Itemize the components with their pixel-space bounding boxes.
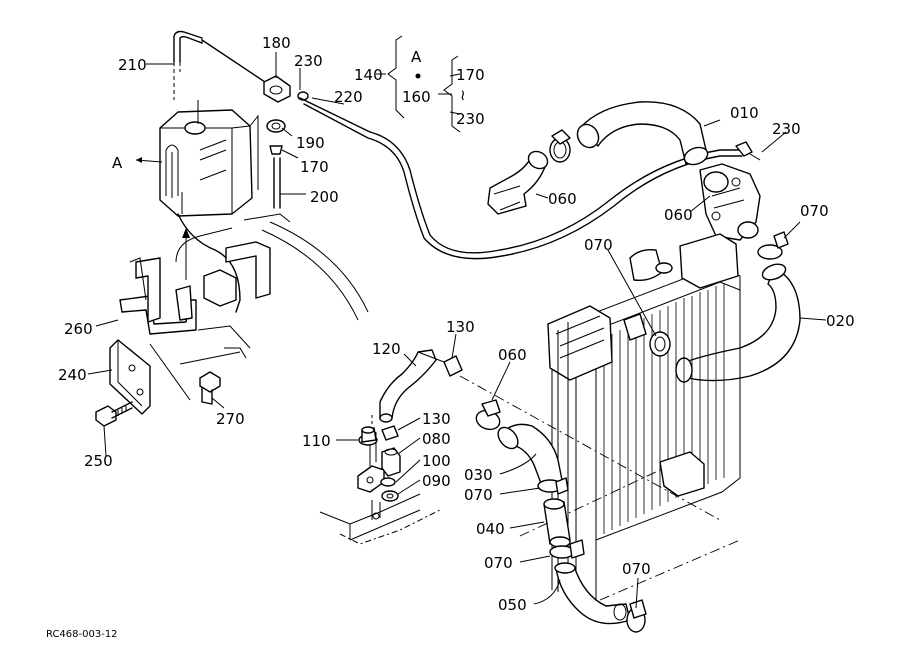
overflow-pipe-220 (299, 97, 743, 254)
grommet-190 (266, 119, 286, 133)
callout-100: 100 (422, 452, 451, 470)
centerline-b (519, 469, 661, 537)
callout-070-bottom: 070 (622, 560, 651, 578)
nut-090 (381, 490, 399, 502)
callout-270: 270 (216, 410, 245, 428)
centerline-c (599, 539, 741, 601)
mounting-arrow (182, 228, 190, 280)
drawing-code: RC468-003-12 (46, 629, 118, 640)
callout-group-a: A (411, 48, 422, 66)
hose-120 (379, 349, 445, 423)
callout-140: 140 (354, 66, 383, 84)
overflow-pipe-220-b (303, 103, 743, 260)
hose-clamp-060-upper (549, 129, 571, 163)
callout-120: 120 (372, 340, 401, 358)
mount-plate (357, 412, 385, 493)
washer-100 (380, 477, 396, 487)
callout-040: 040 (476, 520, 505, 538)
callout-060-mid: 060 (498, 346, 527, 364)
callout-050: 050 (498, 596, 527, 614)
callout-010: 010 (730, 104, 759, 122)
hose-clamp-070-low (549, 539, 585, 559)
bracket-260 (119, 257, 197, 335)
frame-outline (179, 221, 369, 365)
callout-210: 210 (118, 56, 147, 74)
callout-030: 030 (464, 466, 493, 484)
tank-cap-180 (263, 75, 291, 103)
group-dot (415, 73, 421, 79)
callout-230-top: 230 (294, 52, 323, 70)
callout-180: 180 (262, 34, 291, 52)
callout-220: 220 (334, 88, 363, 106)
callout-070-rad: 070 (584, 236, 613, 254)
clip-130-lower (381, 425, 399, 441)
bracket-240 (109, 339, 151, 415)
callout-200: 200 (310, 188, 339, 206)
bolt-110 (358, 426, 378, 446)
leaders (87, 52, 827, 609)
callout-170-group: 170 (456, 66, 485, 84)
callout-060-elbow: 060 (548, 190, 577, 208)
range-mark: ≀ (460, 86, 466, 104)
callout-130-upper: 130 (446, 318, 475, 336)
callout-130-lower: 130 (422, 410, 451, 428)
hose-030 (497, 423, 563, 487)
hose-clamp-060-mid (475, 399, 501, 431)
tube-200 (273, 157, 281, 209)
callout-070-mid: 070 (464, 486, 493, 504)
hose-clamp-070-mid (537, 477, 569, 495)
bolt-250 (95, 401, 133, 427)
callout-070-low: 070 (484, 554, 513, 572)
hose-clamp-070-rad (649, 331, 671, 357)
hose-clamp-070-upper (757, 231, 789, 260)
bolt-270 (199, 371, 221, 405)
callout-060-thermo: 060 (664, 206, 693, 224)
clip-130-upper (443, 355, 463, 377)
group-brace (376, 35, 461, 133)
callout-240: 240 (58, 366, 87, 384)
spacer-080 (381, 447, 401, 477)
callout-110: 110 (302, 432, 331, 450)
clip-230-right (735, 141, 761, 161)
reserve-tank (159, 100, 259, 217)
callout-tank-a: A (112, 154, 123, 172)
callout-labels: 210 180 230 220 140 A 160 170 ≀ 230 010 … (46, 34, 855, 640)
callout-260: 260 (64, 320, 93, 338)
callout-080: 080 (422, 430, 451, 448)
callout-230-right: 230 (772, 120, 801, 138)
callout-070-top: 070 (800, 202, 829, 220)
upper-hose-010 (576, 101, 709, 166)
overflow-tube (177, 213, 241, 313)
thermostat-housing (699, 163, 761, 241)
callout-020: 020 (826, 312, 855, 330)
callout-250: 250 (84, 452, 113, 470)
hose-050 (554, 562, 631, 625)
callout-170: 170 (300, 158, 329, 176)
callout-090: 090 (422, 472, 451, 490)
tank-bracket (175, 213, 291, 307)
overflow-pipe-210 (173, 30, 269, 100)
leader-bracket (149, 343, 191, 401)
pipe-040 (543, 498, 571, 548)
lower-frame (319, 493, 441, 545)
elbow-060 (487, 150, 549, 215)
callout-230-group: 230 (456, 110, 485, 128)
callout-160: 160 (402, 88, 431, 106)
centerline-a (459, 375, 721, 521)
callout-190: 190 (296, 134, 325, 152)
clip-170 (269, 145, 283, 155)
